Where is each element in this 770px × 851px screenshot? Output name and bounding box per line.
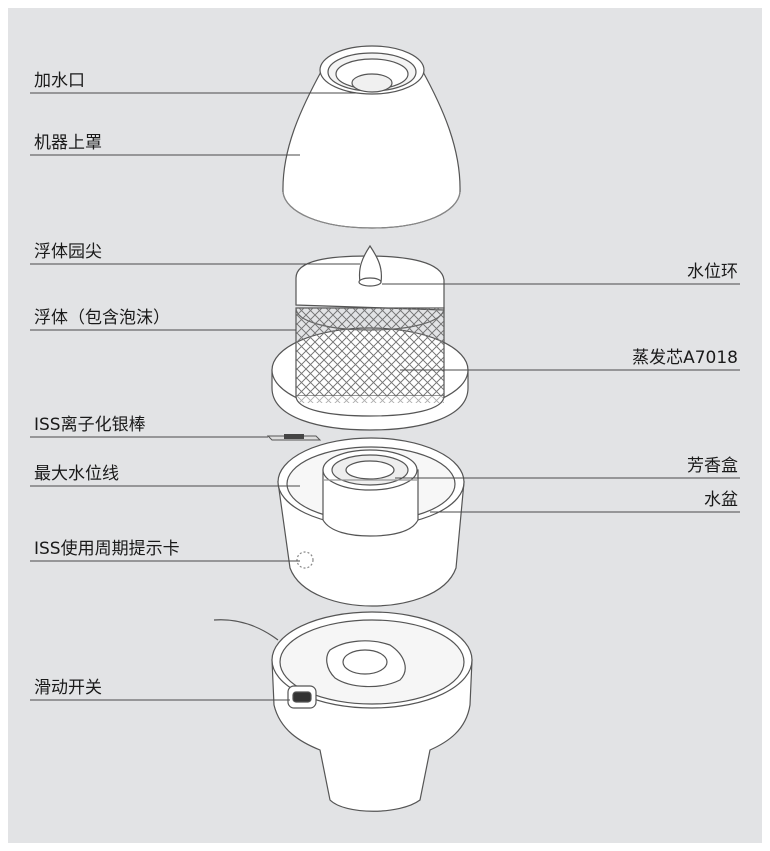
label-iss-silver-rod: ISS离子化银棒 xyxy=(34,415,146,435)
label-slide-switch: 滑动开关 xyxy=(34,678,102,698)
label-float-tip: 浮体园尖 xyxy=(34,242,102,262)
label-float-foam: 浮体（包含泡沫） xyxy=(34,308,170,328)
label-water-basin: 水盆 xyxy=(704,490,738,510)
water-basin-part xyxy=(277,437,465,607)
label-evaporator-core: 蒸发芯A7018 xyxy=(632,348,738,368)
base-part xyxy=(213,611,473,812)
upper-cover-part xyxy=(282,45,461,229)
label-fill-port: 加水口 xyxy=(34,71,85,91)
leader-lines xyxy=(30,92,740,701)
label-iss-card: ISS使用周期提示卡 xyxy=(34,539,180,559)
label-aroma-box: 芳香盒 xyxy=(687,456,738,476)
iss-silver-rod-part xyxy=(266,434,322,441)
label-water-level-ring: 水位环 xyxy=(687,262,738,282)
evaporator-core-part xyxy=(271,307,469,431)
float-part xyxy=(295,244,445,311)
label-max-water-line: 最大水位线 xyxy=(34,464,119,484)
label-upper-cover: 机器上罩 xyxy=(34,133,102,153)
